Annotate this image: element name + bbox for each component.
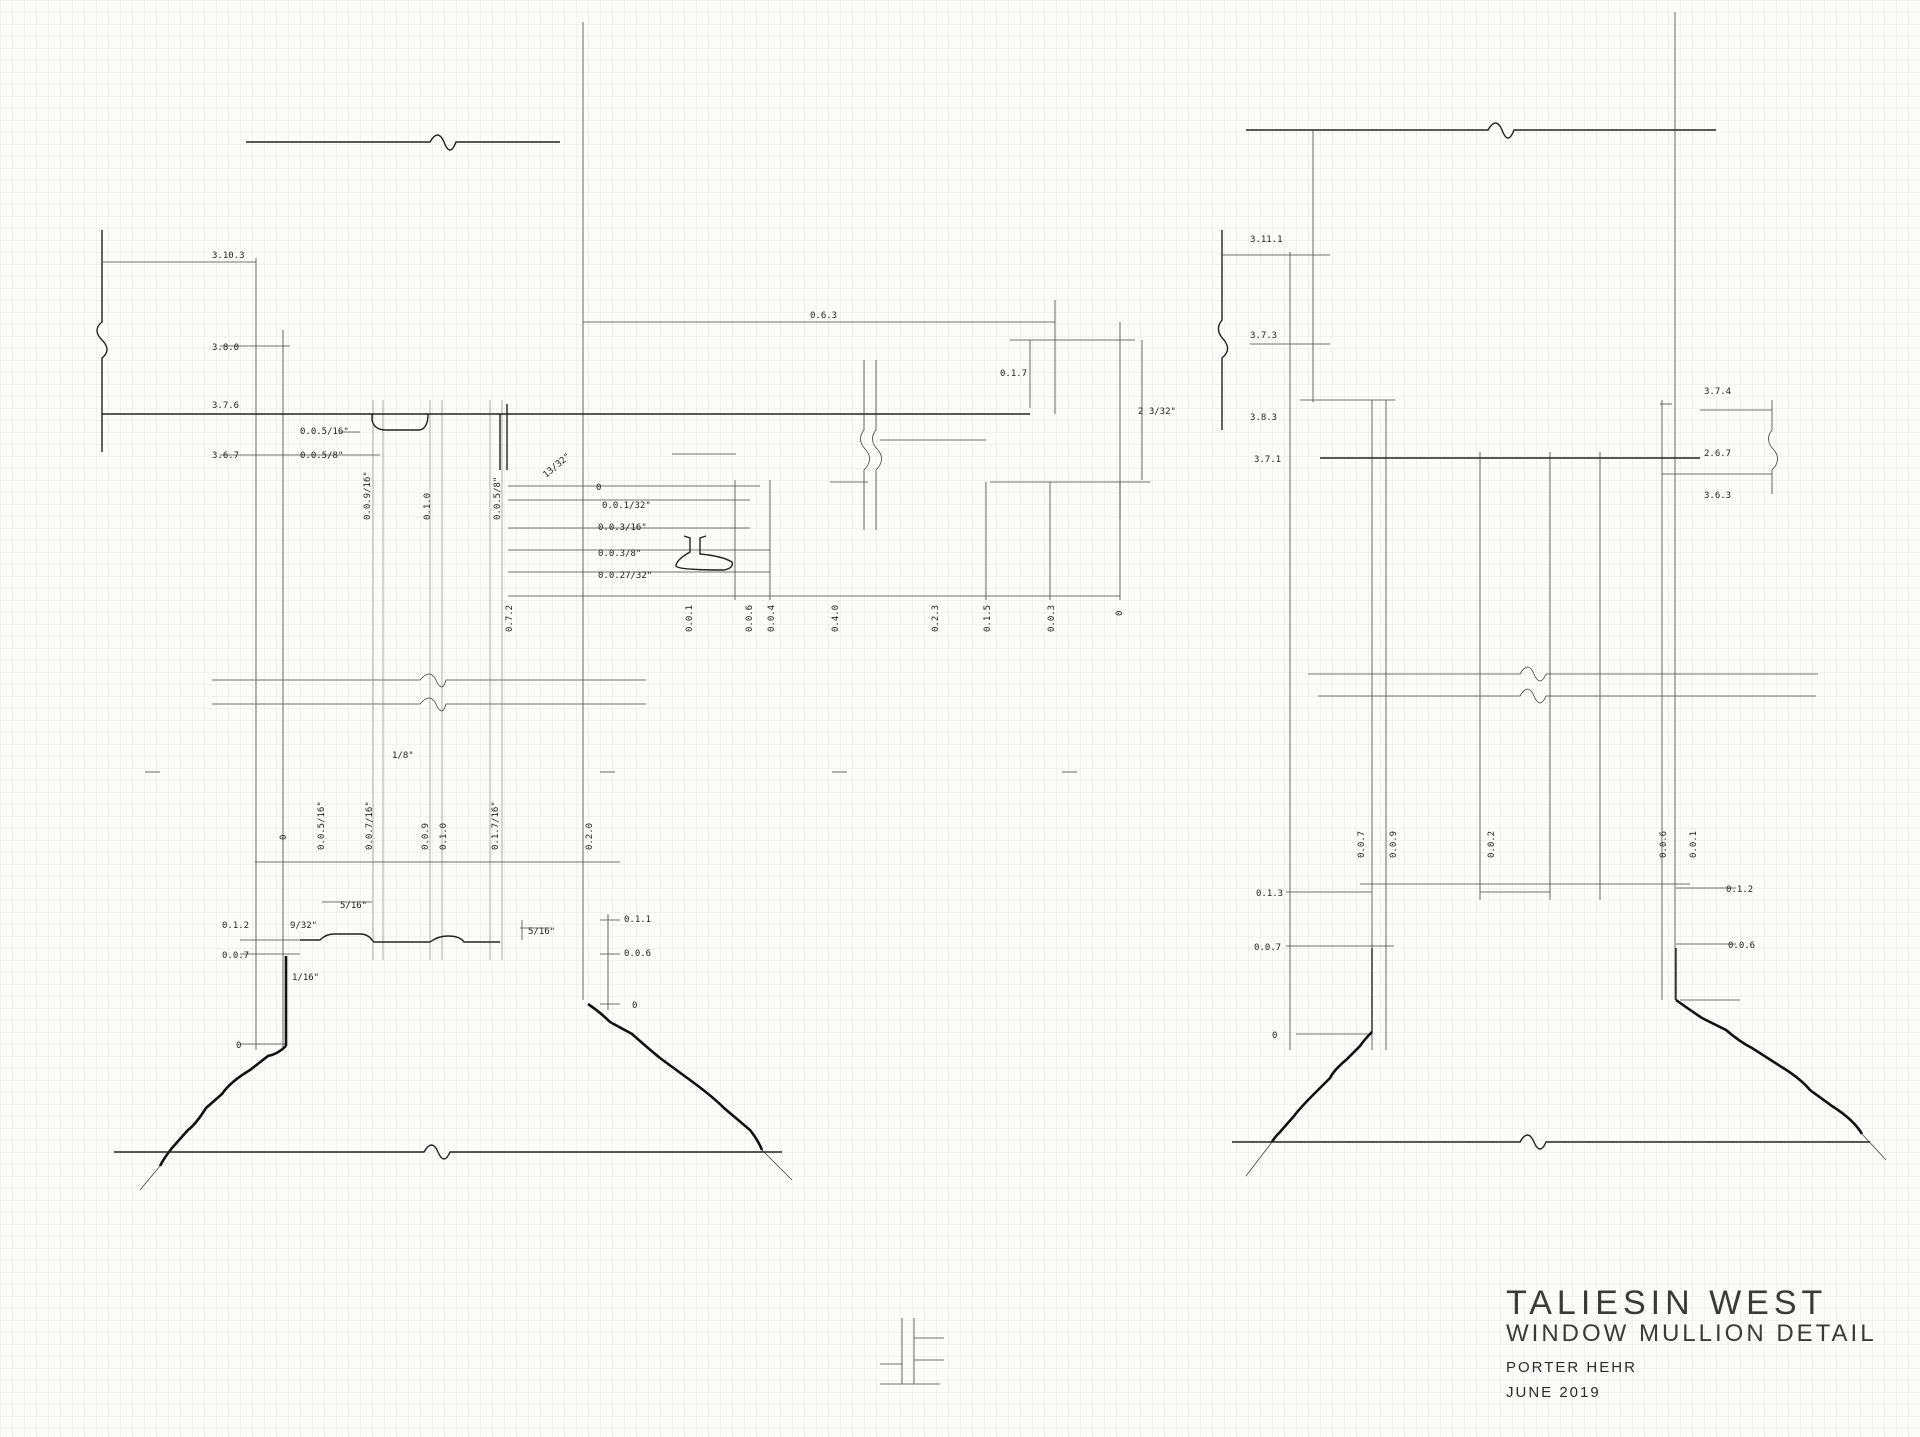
small-dimension: 0.0.5/8" (300, 451, 343, 461)
fraction-label: 1/8" (392, 751, 414, 761)
elevation-label: 3.10.3 (212, 251, 245, 261)
mullion-profile (371, 413, 429, 431)
tick-label: 0.1.5 (983, 605, 993, 632)
vertical-dimension: 0.1.7/16" (491, 801, 501, 850)
mullion-bell-profile (675, 535, 734, 571)
tick-label: 0.4.0 (831, 605, 841, 632)
base-fraction: 1/16" (292, 973, 319, 983)
small-dimension: 0.0.5/16" (300, 427, 349, 437)
vertical-dimension: 0.0.7 (1357, 831, 1367, 858)
base-elevation: 0 (632, 1001, 637, 1011)
base-elevation: 0.0.6 (624, 949, 651, 959)
vertical-dimension: 0.0.9 (421, 823, 431, 850)
left-dimension-bar (96, 230, 108, 452)
fraction-label: 5/16" (340, 901, 367, 911)
vertical-dimension: 0.1.0 (439, 823, 449, 850)
base-elevation: 0.1.2 (1726, 885, 1753, 895)
lower-mullion-profile (300, 933, 500, 943)
elevation-label: 3.8.3 (1250, 413, 1277, 423)
tick-label: 0.0.1 (685, 605, 695, 632)
vertical-dimension: 0.0.5/16" (317, 801, 327, 850)
elevation-label: 2.6.7 (1704, 449, 1731, 459)
elevation-label: 3.7.3 (1250, 331, 1277, 341)
elevation-label: 3.6.3 (1704, 491, 1731, 501)
vertical-dimension: 0.0.7/16" (365, 801, 375, 850)
break-line (860, 360, 870, 530)
left-dimension-labels: 3.10.3 3.8.0 3.7.6 3.6.7 0.0.5/16" 0.0.5… (212, 251, 1176, 1051)
right-detail (1217, 12, 1887, 1177)
base-elevation: 0.0.7 (1254, 943, 1281, 953)
base-elevation: 0.1.3 (1256, 889, 1283, 899)
top-break-line-right (1246, 122, 1716, 139)
elevation-label: 3.6.7 (212, 451, 239, 461)
overall-dimension: 0.6.3 (810, 311, 837, 321)
masonry-slope-right (587, 1002, 764, 1151)
tick-label: 0.0.3 (1047, 605, 1057, 632)
bottom-break-line-right (1232, 1134, 1870, 1150)
tick-label: 0.2.3 (931, 605, 941, 632)
drawing-subtitle: WINDOW MULLION DETAIL (1506, 1320, 1877, 1347)
title-block: TALIESIN WEST WINDOW MULLION DETAIL PORT… (1506, 1286, 1877, 1400)
construction-line (761, 1149, 793, 1181)
masonry-slope-left (158, 1045, 287, 1167)
drawing-author: PORTER HEHR (1506, 1359, 1637, 1376)
construction-line (1861, 1133, 1887, 1161)
tag-dimension: 13/32" (542, 452, 573, 481)
mid-break-line (212, 697, 646, 712)
bottom-break-line-left (114, 1144, 782, 1160)
tick-label: 0 (1115, 611, 1125, 616)
sub-dimension: 0.1.7 (1000, 369, 1027, 379)
elevation-label: 3.7.4 (1704, 387, 1731, 397)
mid-break-line (212, 673, 646, 688)
base-fraction: 5/16" (528, 927, 555, 937)
construction-line (139, 1165, 161, 1191)
elevation-label: 3.8.0 (212, 343, 239, 353)
left-dimension-bar-right (1217, 230, 1229, 430)
vertical-dimension: 0.0.9/16" (363, 471, 373, 520)
right-dimension-labels: 3.11.1 3.7.3 3.8.3 3.7.1 3.7.4 2.6.7 3.6… (1250, 235, 1755, 1041)
tick-label: 0.0.4 (767, 605, 777, 632)
tick-label: 0.7.2 (505, 605, 515, 632)
masonry-slope-left (1270, 1031, 1373, 1143)
masonry-slope-right (1675, 998, 1864, 1135)
vertical-dimension: 0.0.9 (1389, 831, 1399, 858)
left-detail (96, 22, 1150, 1191)
base-fraction: 9/32" (290, 921, 317, 931)
mid-break-line (1308, 666, 1818, 682)
elevation-label: 3.7.6 (212, 401, 239, 411)
vertical-dimension: 0.0.1 (1689, 831, 1699, 858)
base-elevation: 0.1.1 (624, 915, 651, 925)
vertical-dimension: 0.2.0 (585, 823, 595, 850)
base-elevation: 0 (1272, 1031, 1277, 1041)
construction-line (1245, 1141, 1273, 1177)
base-elevation: 0.1.2 (222, 921, 249, 931)
vertical-dimension: 0.0.5/8" (493, 477, 503, 520)
elevation-label: 3.7.1 (1254, 455, 1281, 465)
vertical-dimension: 0.1.0 (423, 493, 433, 520)
base-elevation: 0 (236, 1041, 241, 1051)
vertical-dimension: 0.0.2 (1487, 831, 1497, 858)
elevation-label: 3.11.1 (1250, 235, 1283, 245)
stack-dimension: 0.0.3/16" (598, 523, 647, 533)
top-break-line-left (246, 134, 560, 151)
vertical-dimension: 0.0.6 (1659, 831, 1669, 858)
break-line (872, 360, 882, 530)
base-elevation: 0.0.6 (1728, 941, 1755, 951)
small-profile-sketch (880, 1318, 944, 1385)
vertical-dimension: 0 (279, 835, 289, 840)
stack-dimension: 0.0.27/32" (598, 571, 652, 581)
break-line (1768, 400, 1778, 494)
tick-label: 0.0.6 (745, 605, 755, 632)
mid-break-line (1318, 688, 1816, 704)
drawing-title: TALIESIN WEST (1506, 1284, 1828, 1322)
stack-dimension: 0.0.1/32" (602, 501, 651, 511)
drawing-date: JUNE 2019 (1506, 1384, 1601, 1401)
height-dimension: 2 3/32" (1138, 407, 1176, 417)
stack-dimension: 0.0.3/8" (598, 549, 641, 559)
base-elevation: 0.0.7 (222, 951, 249, 961)
stack-zero: 0 (596, 483, 601, 493)
